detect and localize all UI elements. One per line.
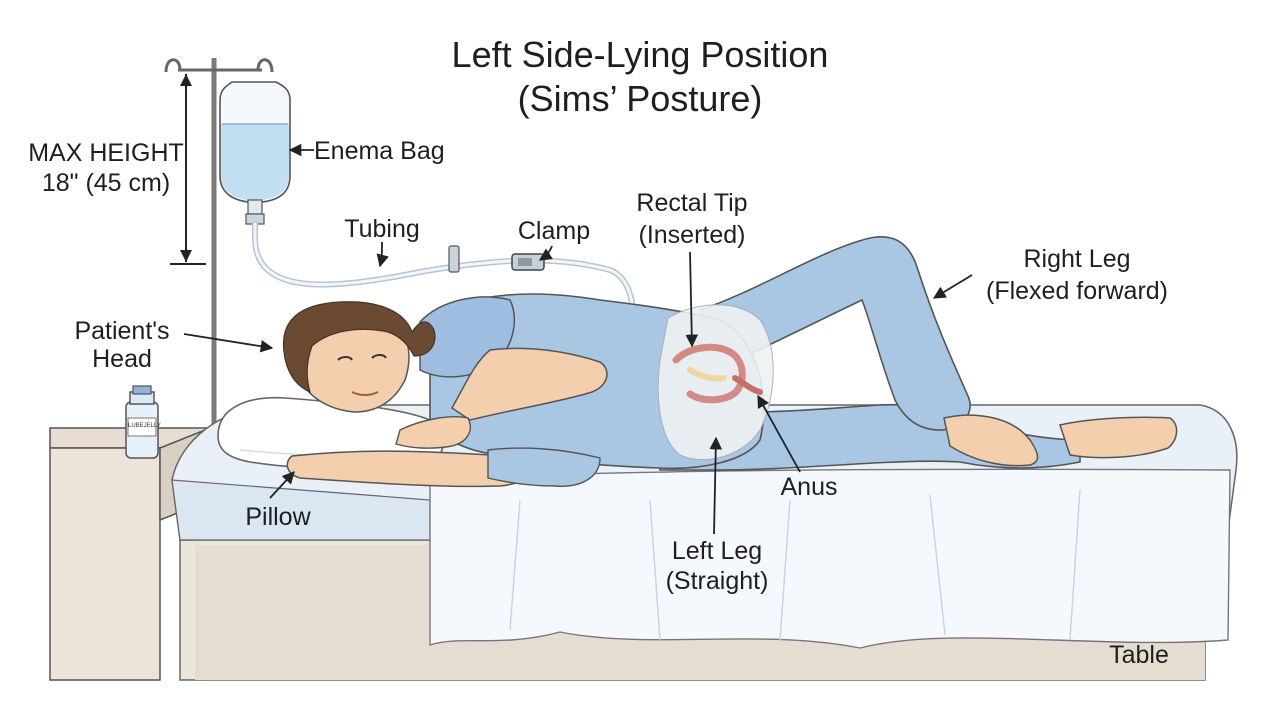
lubricant-bottle: [125, 385, 159, 459]
bottle-label-text: LUBEJELLY: [128, 423, 161, 429]
leader-clamp: [538, 245, 553, 261]
iv-pole: [164, 58, 274, 440]
left-leg-label-line-2: (Straight): [665, 567, 769, 595]
enema-bag-label: Enema Bag: [314, 137, 445, 165]
table-label: Table: [1109, 641, 1169, 669]
leader-right-leg: [932, 274, 973, 299]
rectal-tip-label-line-1: Rectal Tip: [636, 189, 748, 217]
leader-anus: [757, 394, 801, 473]
patient-head: [282, 301, 436, 413]
max-height-indicator: [170, 74, 206, 265]
tubing-label: Tubing: [344, 215, 420, 243]
enema-bag: [219, 81, 291, 225]
max-height-label-line-1: MAX HEIGHT: [28, 139, 184, 167]
title-line-1: Left Side-Lying Position: [451, 34, 829, 75]
max-height-label-line-2: 18" (45 cm): [41, 169, 171, 197]
patients-head-label-line-1: Patient's: [74, 317, 170, 345]
clamp-label: Clamp: [517, 217, 591, 245]
right-leg-label-line-1: Right Leg: [1023, 245, 1131, 273]
leader-rectal-tip: [685, 251, 699, 348]
leader-head: [183, 333, 274, 353]
anus-label: Anus: [780, 473, 838, 501]
patients-head-label-line-2: Head: [92, 345, 152, 373]
leader-tubing: [376, 241, 389, 268]
pillow-label: Pillow: [245, 503, 311, 531]
left-leg-label-line-1: Left Leg: [671, 537, 763, 565]
leader-pillow: [269, 471, 295, 499]
rectal-tip-label-line-2: (Inserted): [638, 221, 746, 249]
right-leg-label-line-2: (Flexed forward): [986, 277, 1168, 305]
title-line-2: (Sims’ Posture): [517, 78, 763, 119]
leader-left-leg: [709, 436, 723, 535]
leader-lines: [183, 143, 973, 535]
tubing-clamp: [511, 253, 545, 271]
